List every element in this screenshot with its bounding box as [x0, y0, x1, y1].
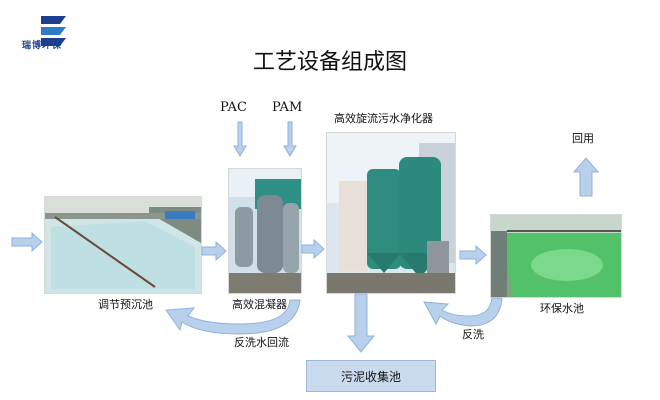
arrow-coagulator-to-purifier	[301, 238, 325, 260]
arrow-purifier-to-pool	[459, 244, 487, 266]
pac-label: PAC	[220, 100, 247, 115]
arrow-tank-to-coagulator	[201, 240, 227, 262]
logo-text: 瑞博环保	[22, 41, 63, 51]
arrow-pac-down	[233, 121, 247, 157]
backwash-label: 反洗	[462, 328, 484, 341]
arrow-inflow	[11, 231, 43, 253]
page-title: 工艺设备组成图	[252, 50, 407, 75]
pre-sedimentation-tank-photo	[44, 196, 202, 294]
coagulator-label: 高效混凝器	[232, 298, 287, 311]
purifier-label: 高效旋流污水净化器	[334, 112, 433, 125]
backwash-return-label: 反洗水回流	[234, 336, 289, 349]
eco-pool-label: 环保水池	[540, 302, 584, 315]
arrow-reuse-up	[572, 157, 600, 197]
purifier-photo	[326, 132, 456, 294]
eco-pool-photo	[490, 214, 622, 298]
arrow-sludge-down	[346, 293, 376, 353]
pre-sedimentation-tank-label: 调节预沉池	[98, 298, 153, 311]
reuse-label: 回用	[572, 132, 594, 145]
pam-label: PAM	[272, 100, 303, 115]
sludge-tank-label: 污泥收集池	[340, 369, 401, 384]
coagulator-photo	[228, 168, 302, 294]
arrow-backwash-return	[165, 299, 301, 335]
sludge-tank-box: 污泥收集池	[306, 360, 436, 392]
company-logo	[41, 16, 66, 46]
arrow-backwash	[423, 297, 503, 327]
arrow-pam-down	[283, 121, 297, 157]
